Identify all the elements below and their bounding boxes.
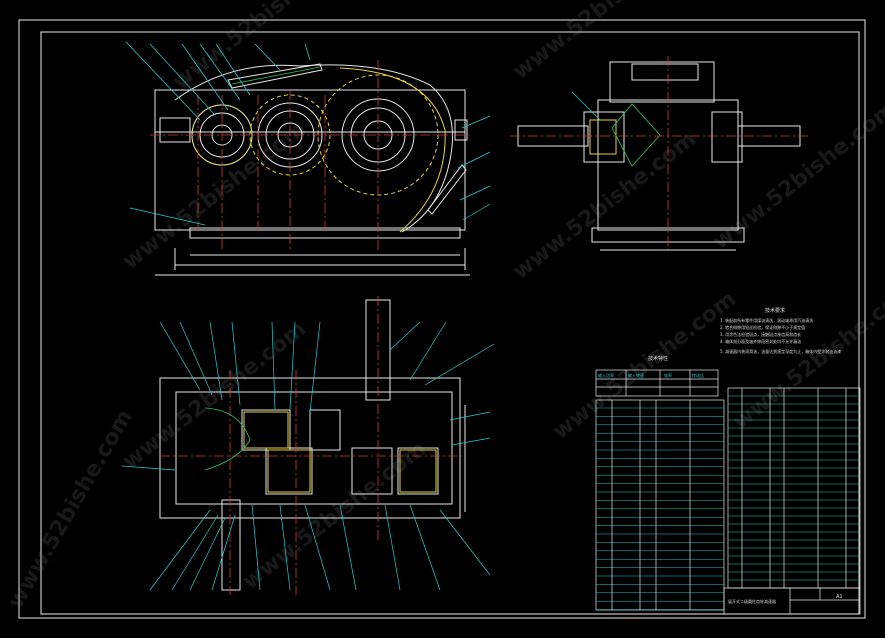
watermark-text: www.52bishe.com [168, 0, 361, 95]
vent-plug [454, 119, 468, 141]
gear-1 [241, 409, 291, 451]
char-table-title: 技术特性 [648, 355, 668, 362]
watermark-text: www.52bishe.com [728, 277, 885, 435]
watermark-text: www.52bishe.com [548, 287, 741, 445]
gear-4 [351, 447, 393, 495]
watermark-text: www.52bishe.com [118, 117, 311, 275]
char-head-1: 输入功率 [598, 372, 614, 378]
leader-lines-side [571, 91, 601, 121]
char-head-2: 输入转速 [628, 372, 644, 378]
watermark-text: www.52bishe.com [118, 317, 311, 475]
inspection-cover [227, 63, 323, 89]
title-block: 展开式二级圆柱齿轮减速器 A1 [723, 587, 861, 615]
gear-5 [397, 447, 439, 495]
parts-list [595, 387, 861, 611]
drawing-title: 展开式二级圆柱齿轮减速器 [728, 598, 776, 604]
breakout-line [204, 407, 251, 471]
tech-req-line-2: 2. 啮合侧隙用铅丝检验，保证侧隙不小于规定值 [720, 324, 805, 330]
bearing-cap-left [583, 111, 625, 163]
watermark-text: www.52bishe.com [708, 97, 885, 255]
cover-profile [174, 64, 453, 233]
char-head-4: 传动比 [692, 372, 704, 378]
char-table-frame [595, 369, 719, 397]
tech-req-line-1: 1. 装配前所有零件用煤油清洗，滚动轴承用汽油清洗 [720, 317, 813, 323]
gear-hatch-plan [243, 411, 437, 493]
bearing-cap-right [711, 111, 743, 163]
side-cover-top [609, 61, 715, 103]
parts-list-left [595, 399, 725, 611]
watermark-text: www.52bishe.com [508, 127, 701, 285]
leader-lines-plan [121, 321, 495, 591]
watermark-group: www.52bishe.com www.52bishe.com www.52bi… [4, 0, 885, 613]
tech-req-title: 技术要求 [765, 307, 785, 314]
gear-hatch [611, 103, 661, 167]
front-view [125, 41, 491, 276]
watermark-text: www.52bishe.com [238, 437, 431, 595]
tech-req-line-3: 3. 用涂色法检验斑点，接触斑点按齿高和齿长 [720, 331, 801, 337]
plan-inner [175, 391, 453, 505]
plan-view [121, 296, 495, 595]
title-block-frame [723, 587, 861, 615]
watermark-text: www.52bishe.com [4, 406, 138, 613]
flange-left [159, 117, 191, 143]
leader-lines-front [125, 41, 491, 226]
tech-req-line-5: 5. 减速器内装润滑油，油量达到规定深度为止，箱体内壁涂耐油油漆 [720, 348, 841, 354]
char-head-3: 效率 [664, 372, 672, 378]
characteristics-table: 技术特性 输入功率 输入转速 效率 传动比 [595, 355, 719, 397]
plan-housing [159, 377, 461, 519]
gear-3 [265, 447, 313, 495]
gear-2 [309, 409, 341, 451]
oil-dipstick [427, 164, 467, 215]
tech-req-line-4: 4. 箱体剖分面及轴外伸段密封处均不允许漏油 [720, 338, 801, 344]
input-shaft-plan [221, 499, 241, 591]
bearing-left [589, 119, 617, 155]
lifting-lug [631, 63, 699, 81]
inner-frame [40, 31, 860, 615]
inspection-hatch [231, 66, 321, 85]
technical-requirements: 技术要求 1. 装配前所有零件用煤油清洗，滚动轴承用汽油清洗 2. 啮合侧隙用铅… [720, 307, 841, 354]
watermark-text: www.52bishe.com [508, 0, 701, 85]
outer-frame [18, 19, 866, 619]
housing-outline [154, 89, 466, 231]
gear-pitch-arc [339, 67, 446, 233]
sheet-size: A1 [836, 594, 843, 600]
side-view [510, 56, 808, 251]
